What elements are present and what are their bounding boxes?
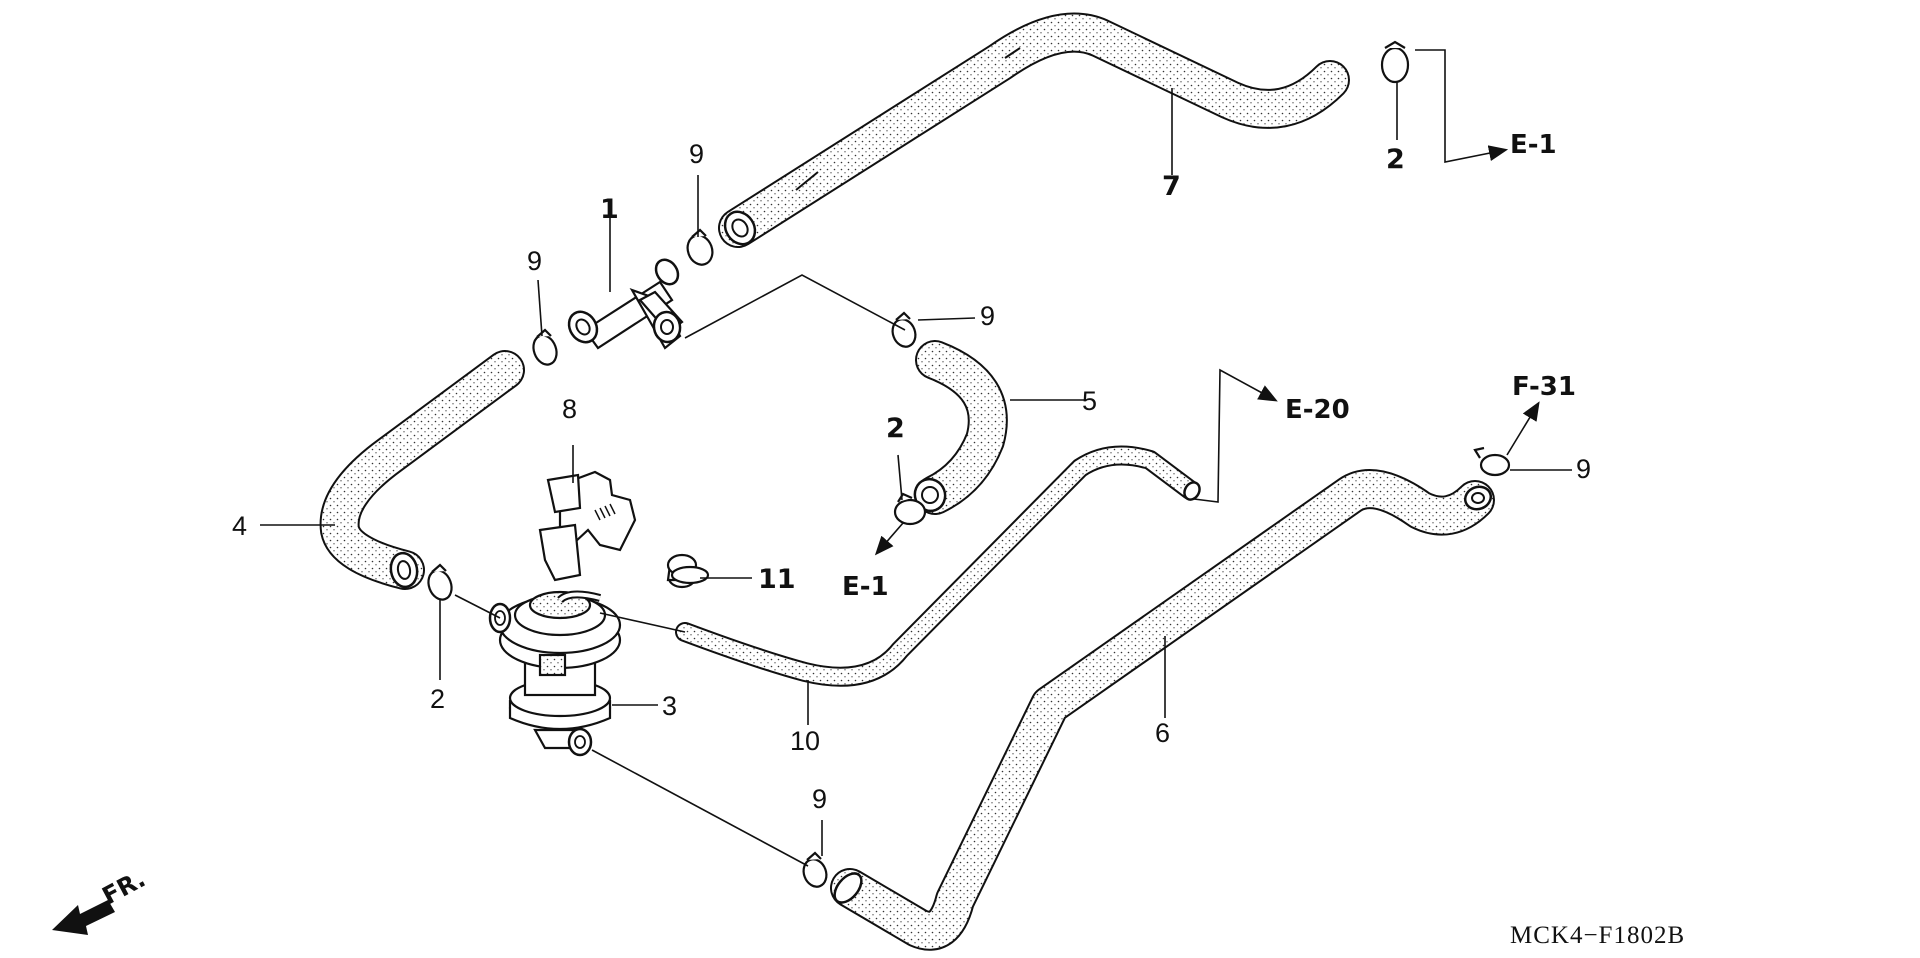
callout-10: 10 bbox=[790, 726, 820, 756]
control-valve-part-3 bbox=[488, 590, 622, 757]
front-direction-arrow: FR. bbox=[52, 865, 150, 935]
hose-4 bbox=[319, 350, 525, 590]
diagram-code: MCK4−F1802B bbox=[1510, 922, 1685, 949]
callout-9-top: 9 bbox=[689, 139, 704, 169]
cap-part-11 bbox=[666, 553, 710, 589]
clamp-9-top bbox=[686, 228, 714, 266]
callout-3: 3 bbox=[662, 691, 677, 721]
clamp-9-right bbox=[1473, 446, 1511, 477]
clamp-9-bottom bbox=[802, 851, 828, 888]
clamp-9-mid bbox=[891, 311, 917, 348]
ref-e1-top: E-1 bbox=[1510, 130, 1557, 160]
callout-6: 6 bbox=[1155, 718, 1170, 748]
t-joint-part-1 bbox=[567, 258, 684, 350]
clamp-9-left bbox=[532, 328, 558, 366]
hose-10 bbox=[675, 445, 1201, 687]
hose-6 bbox=[830, 469, 1495, 951]
callout-7: 7 bbox=[1162, 171, 1181, 202]
hose-7 bbox=[718, 12, 1350, 248]
callout-9-bottom: 9 bbox=[812, 784, 827, 814]
ref-f31: F-31 bbox=[1512, 372, 1576, 402]
callout-11: 11 bbox=[758, 564, 796, 595]
callout-2-left: 2 bbox=[430, 684, 445, 714]
hose-5 bbox=[913, 340, 1008, 515]
leader-lines bbox=[260, 49, 1572, 867]
ref-e1-mid: E-1 bbox=[842, 572, 889, 602]
callout-9-right: 9 bbox=[1576, 454, 1591, 484]
clamp-2-left bbox=[427, 563, 453, 601]
callout-1: 1 bbox=[600, 194, 619, 225]
callout-4: 4 bbox=[232, 511, 247, 541]
callout-8: 8 bbox=[562, 394, 577, 424]
callout-9-left: 9 bbox=[527, 246, 542, 276]
ref-e20: E-20 bbox=[1285, 395, 1350, 425]
bracket-part-8 bbox=[538, 470, 637, 582]
callout-2-mid: 2 bbox=[886, 413, 905, 444]
callout-5: 5 bbox=[1082, 386, 1097, 416]
callout-2-top: 2 bbox=[1386, 144, 1405, 175]
callout-9-mid: 9 bbox=[980, 301, 995, 331]
clamp-2-top bbox=[1380, 40, 1410, 84]
